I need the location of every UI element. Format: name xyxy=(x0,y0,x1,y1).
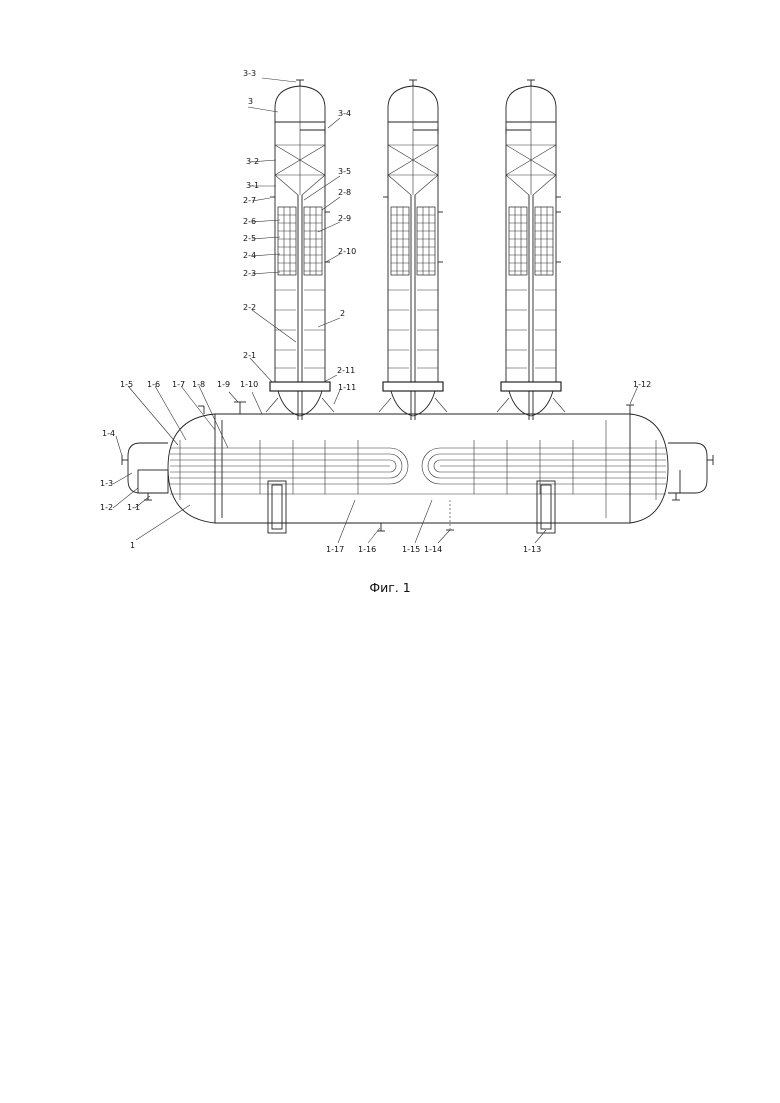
label-2-11: 2-11 xyxy=(337,366,355,375)
label-1: 1 xyxy=(130,541,135,550)
label-1-12: 1-12 xyxy=(633,380,651,389)
column-2 xyxy=(379,80,447,420)
label-1-15: 1-15 xyxy=(402,545,420,554)
column-3 xyxy=(497,80,565,420)
label-1-17: 1-17 xyxy=(326,545,344,554)
figure-caption: Фиг. 1 xyxy=(369,580,410,595)
label-1-6: 1-6 xyxy=(147,380,160,389)
label-2-2: 2-2 xyxy=(243,303,256,312)
column-1 xyxy=(266,80,334,420)
label-3-4: 3-4 xyxy=(338,109,351,118)
label-1-11: 1-11 xyxy=(338,383,356,392)
label-2-8: 2-8 xyxy=(338,188,351,197)
label-2: 2 xyxy=(340,309,345,318)
label-1-1: 1-1 xyxy=(127,503,140,512)
label-1-7: 1-7 xyxy=(172,380,185,389)
label-1-3: 1-3 xyxy=(100,479,113,488)
label-1-10: 1-10 xyxy=(240,380,258,389)
label-1-13: 1-13 xyxy=(523,545,541,554)
label-2-9: 2-9 xyxy=(338,214,351,223)
column-body xyxy=(266,80,334,420)
horizontal-drum xyxy=(122,402,713,533)
label-1-8: 1-8 xyxy=(192,380,205,389)
label-2-5: 2-5 xyxy=(243,234,256,243)
label-1-16: 1-16 xyxy=(358,545,376,554)
label-2-7: 2-7 xyxy=(243,196,256,205)
u-bends xyxy=(390,448,440,484)
label-1-9: 1-9 xyxy=(217,380,230,389)
label-2-4: 2-4 xyxy=(243,251,256,260)
label-3-5: 3-5 xyxy=(338,167,351,176)
label-3-1: 3-1 xyxy=(246,181,259,190)
label-2-6: 2-6 xyxy=(243,217,256,226)
label-1-14: 1-14 xyxy=(424,545,442,554)
label-1-5: 1-5 xyxy=(120,380,133,389)
part-labels: 3-3 3 3-4 3-2 3-1 3-5 2-7 2-8 2-6 2-9 2-… xyxy=(100,69,651,554)
label-3: 3 xyxy=(248,97,253,106)
label-1-4: 1-4 xyxy=(102,429,115,438)
label-2-3: 2-3 xyxy=(243,269,256,278)
label-3-3: 3-3 xyxy=(243,69,256,78)
label-1-2: 1-2 xyxy=(100,503,113,512)
tube-bundle xyxy=(170,440,666,494)
label-2-1: 2-1 xyxy=(243,351,256,360)
leader-lines xyxy=(113,78,638,543)
label-2-10: 2-10 xyxy=(338,247,356,256)
label-3-2: 3-2 xyxy=(246,157,259,166)
